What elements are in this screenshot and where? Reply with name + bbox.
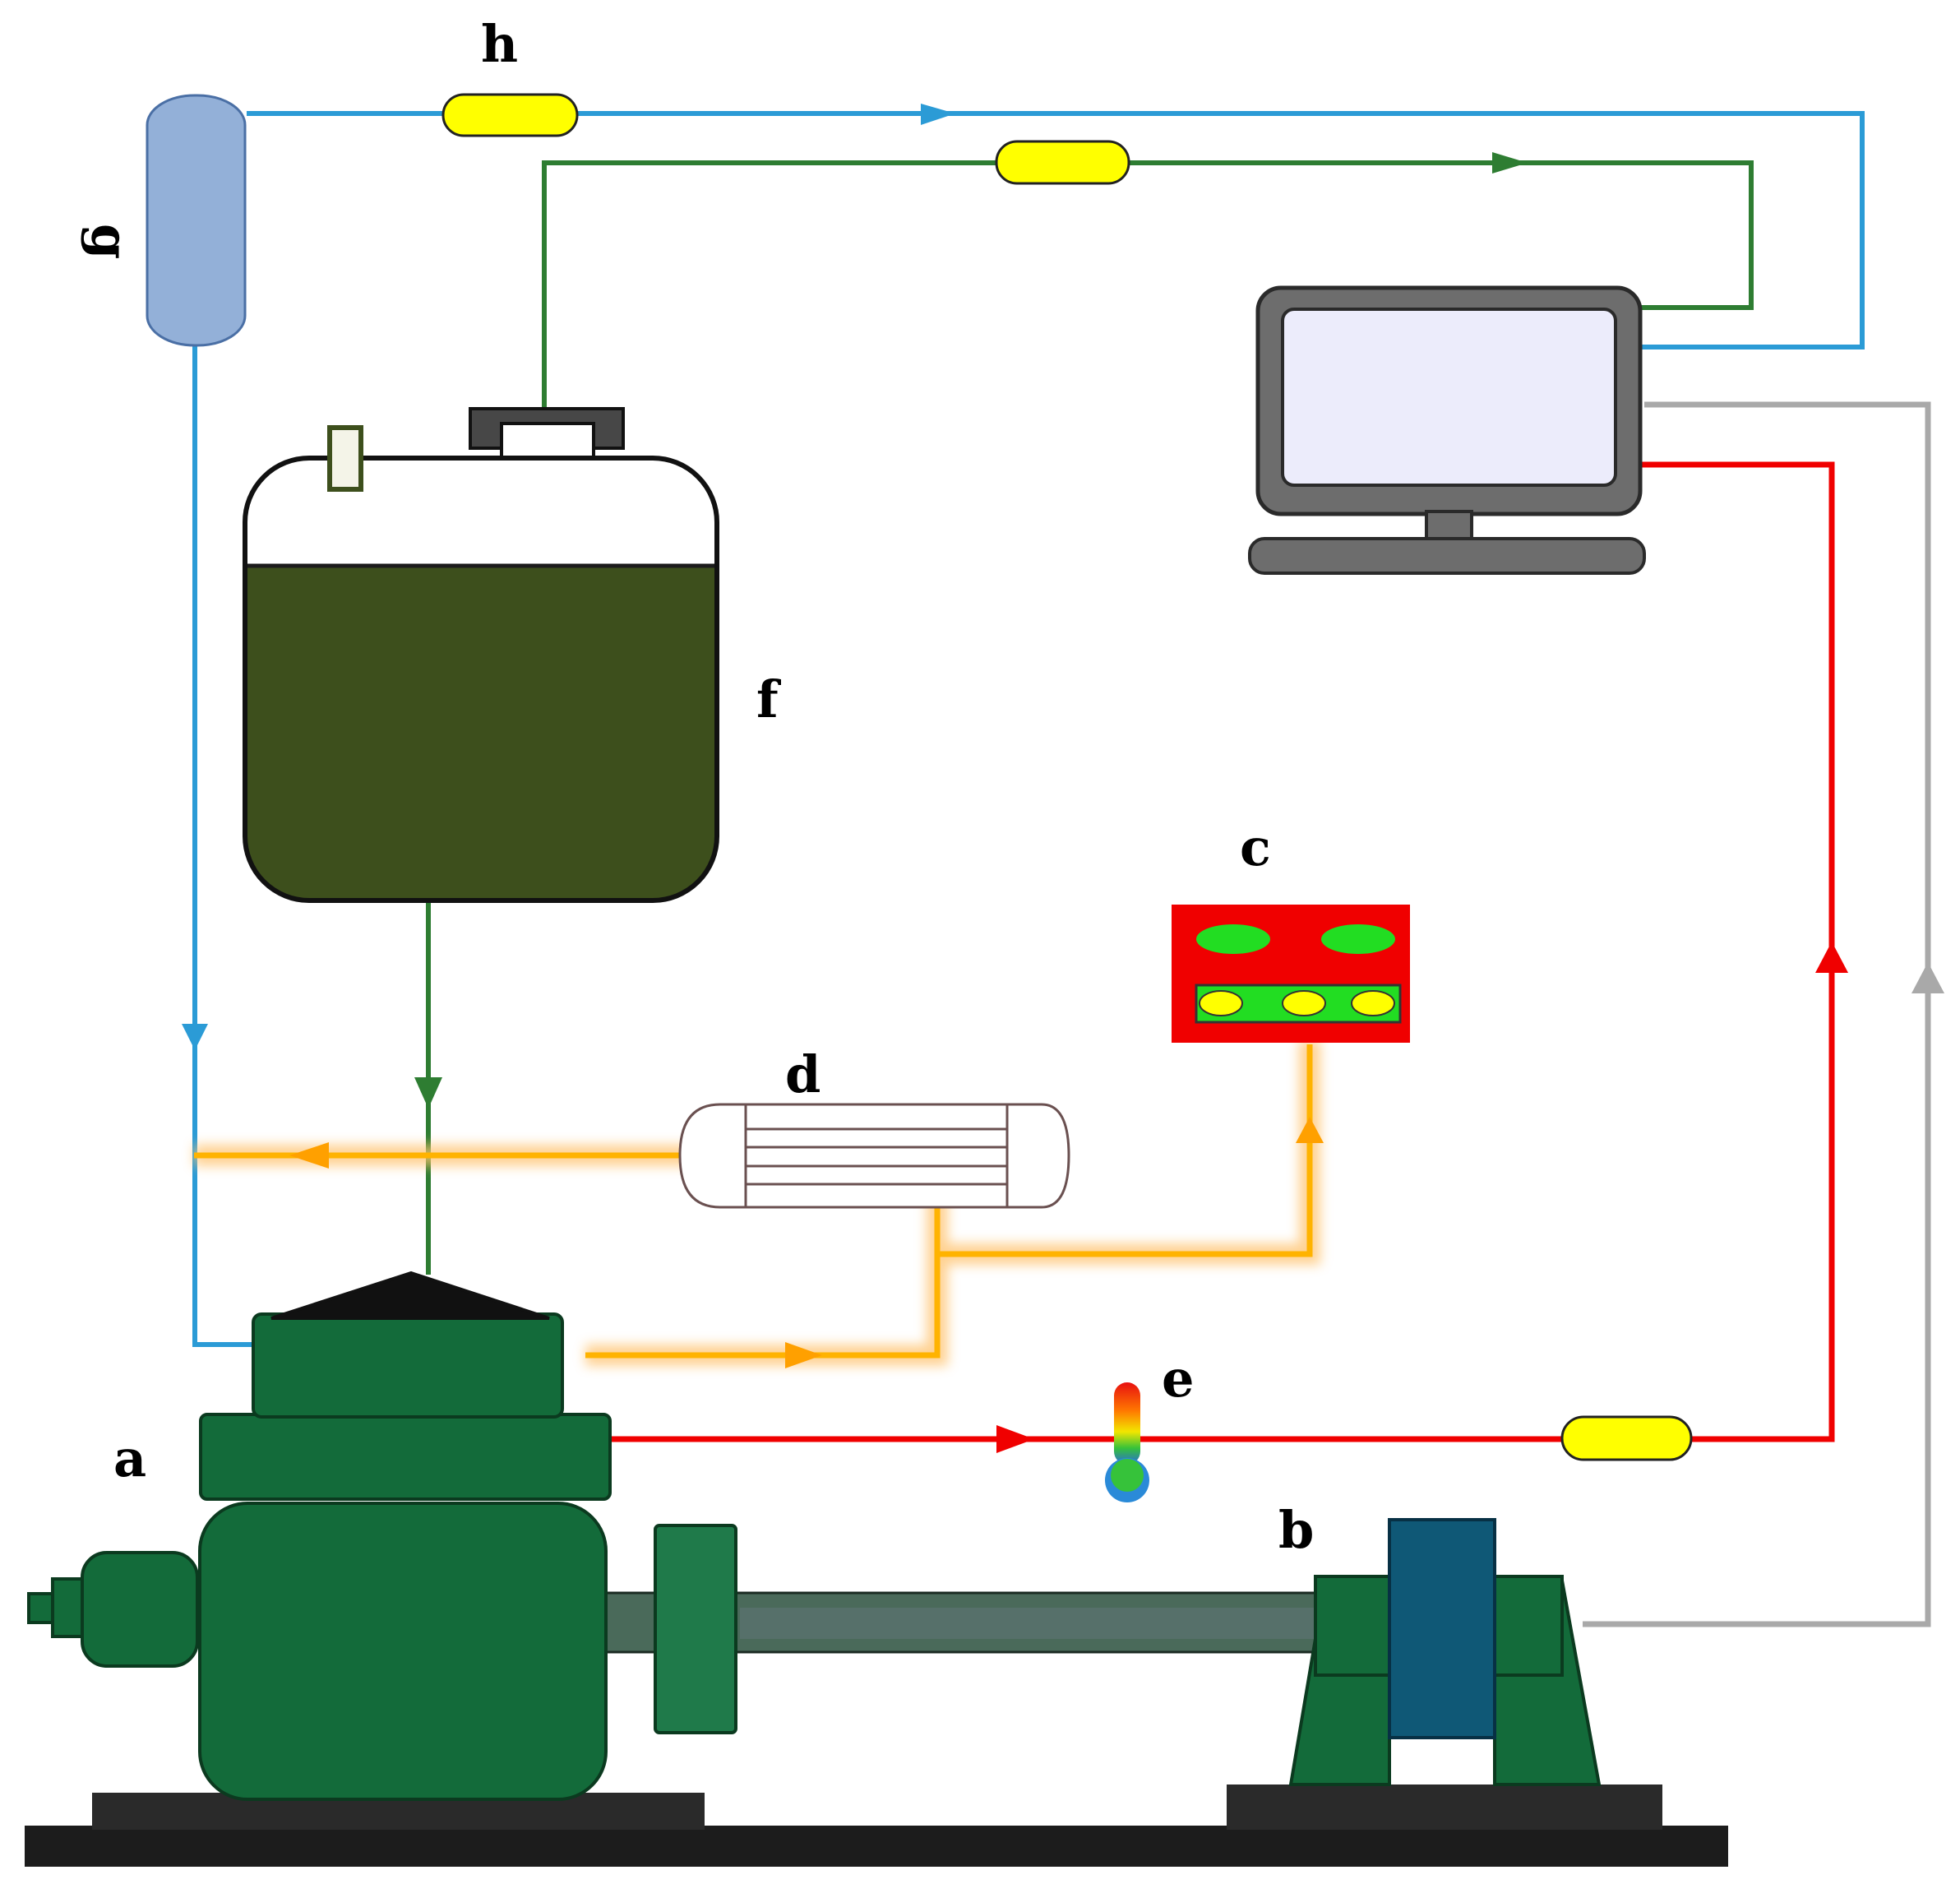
fuel-flow-arrow-down xyxy=(414,1077,442,1109)
shaft-coupling xyxy=(740,1608,1332,1639)
dynamometer xyxy=(1288,1518,1602,1786)
label-c: c xyxy=(1240,817,1271,877)
computer-monitor xyxy=(1248,285,1646,575)
label-g: g xyxy=(80,224,140,259)
thermocouple xyxy=(1105,1382,1149,1502)
exhaust-arrow-left xyxy=(289,1142,329,1169)
signal-arrow-right xyxy=(996,1425,1034,1453)
label-e: e xyxy=(1162,1349,1194,1409)
fuel-flow-arrow-top xyxy=(1492,152,1528,174)
diesel-engine xyxy=(27,1271,737,1801)
exhaust-arrow-right xyxy=(785,1342,822,1368)
engine-flywheel xyxy=(654,1524,737,1734)
hydrogen-flow-meter xyxy=(441,93,579,137)
dyno-rotor xyxy=(1388,1518,1496,1739)
gas-analyzer xyxy=(1172,905,1410,1043)
exhaust-arrow-up-c xyxy=(1296,1117,1324,1143)
gas-cylinder xyxy=(146,94,247,347)
label-b: b xyxy=(1278,1500,1314,1560)
hydrogen-flow-arrow-down xyxy=(182,1024,208,1050)
load-signal-line xyxy=(1583,401,1931,1627)
fuel-flow-meter xyxy=(995,140,1130,185)
label-f: f xyxy=(756,669,781,729)
fuel-tank xyxy=(243,407,719,903)
label-h: h xyxy=(481,14,518,74)
signal-arrow-up xyxy=(1815,942,1848,973)
heat-exchanger xyxy=(678,1103,1070,1209)
signal-flow-meter xyxy=(1560,1415,1693,1461)
label-d: d xyxy=(785,1044,821,1104)
dyno-mount-base xyxy=(1227,1784,1662,1830)
load-arrow-up xyxy=(1911,962,1944,993)
hydrogen-flow-arrow-top xyxy=(921,104,955,125)
label-a: a xyxy=(113,1428,146,1488)
tank-vent-cap xyxy=(327,425,363,492)
ground-base xyxy=(25,1826,1728,1867)
